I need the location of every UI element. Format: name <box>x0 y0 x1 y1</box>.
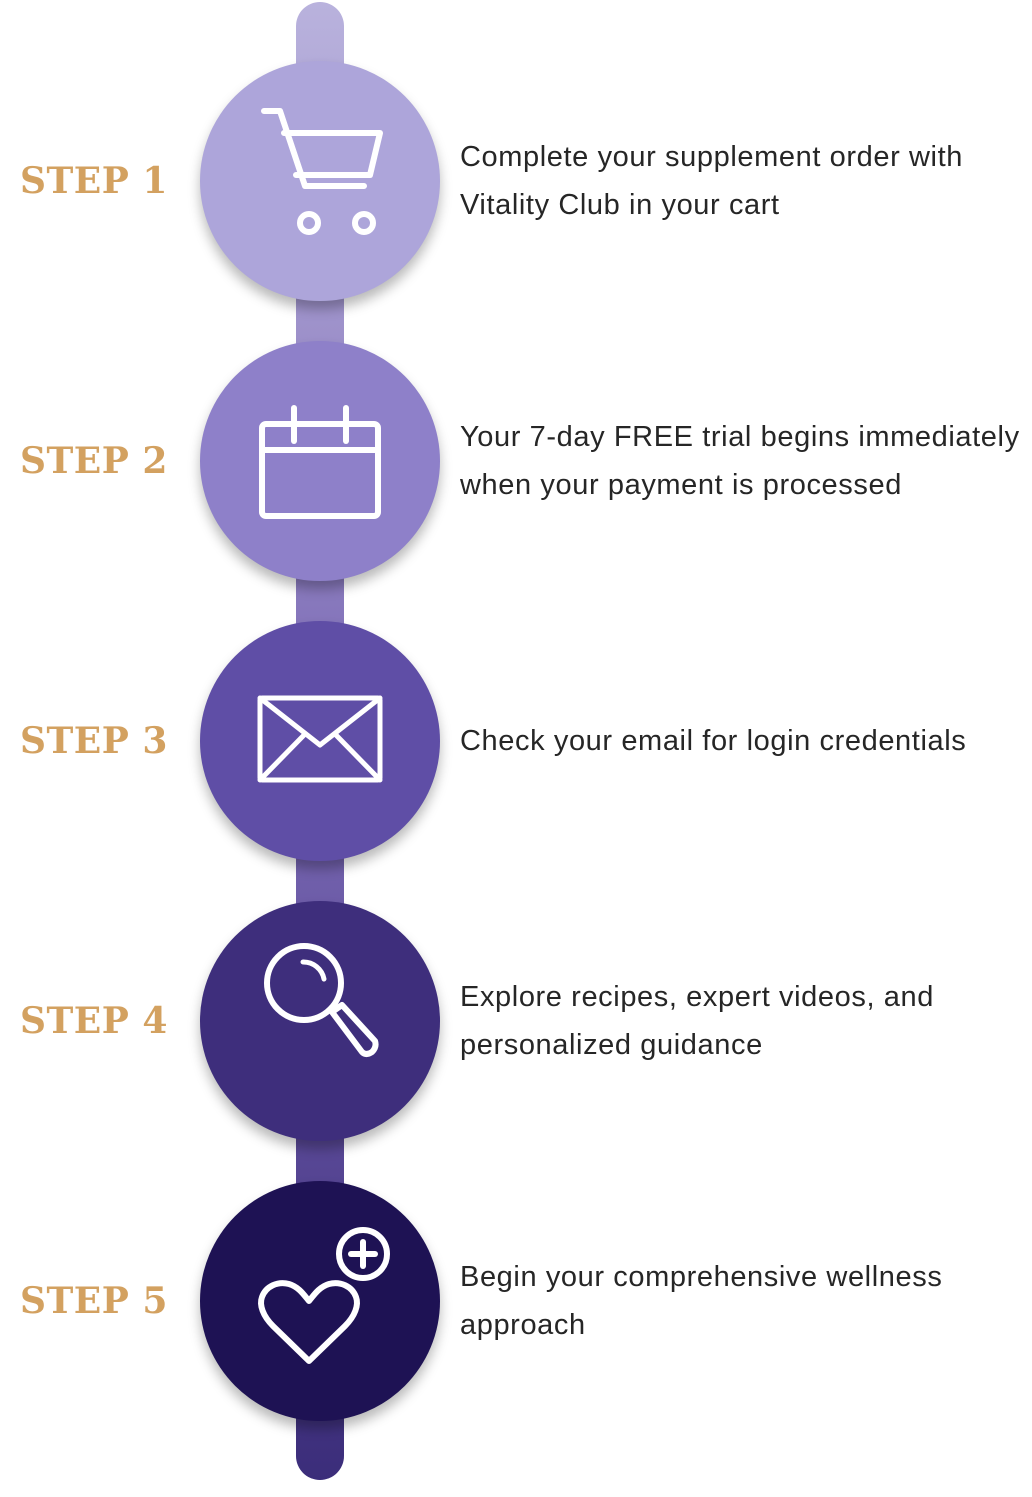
step-1-text: Complete your supplement order with Vita… <box>460 141 963 221</box>
step-5-text: Begin your comprehensive wellness approa… <box>460 1261 943 1341</box>
cart-wheel-icon <box>297 211 321 235</box>
step-4-circle <box>200 901 440 1141</box>
step-4-label: STEP 4 <box>20 1000 168 1042</box>
step-1-label: STEP 1 <box>20 160 168 202</box>
magnifying-glass-icon <box>264 943 379 1057</box>
step-3-text: Check your email for login credentials <box>460 725 967 757</box>
calendar-icon <box>259 405 381 519</box>
cart-wheel-icon <box>352 211 376 235</box>
heart-plus-icon <box>258 1227 390 1364</box>
step-5-label: STEP 5 <box>20 1280 168 1322</box>
step-2-label: STEP 2 <box>20 440 168 482</box>
step-5-circle <box>200 1181 440 1421</box>
step-3-label: STEP 3 <box>20 720 168 762</box>
step-2-text: Your 7-day FREE trial begins immediately… <box>460 421 1020 501</box>
step-2-circle <box>200 341 440 581</box>
shopping-cart-icon <box>261 108 383 235</box>
step-3-circle <box>200 621 440 861</box>
step-4-text: Explore recipes, expert videos, and pers… <box>460 981 934 1061</box>
step-1-circle <box>200 61 440 301</box>
envelope-icon <box>257 695 383 783</box>
